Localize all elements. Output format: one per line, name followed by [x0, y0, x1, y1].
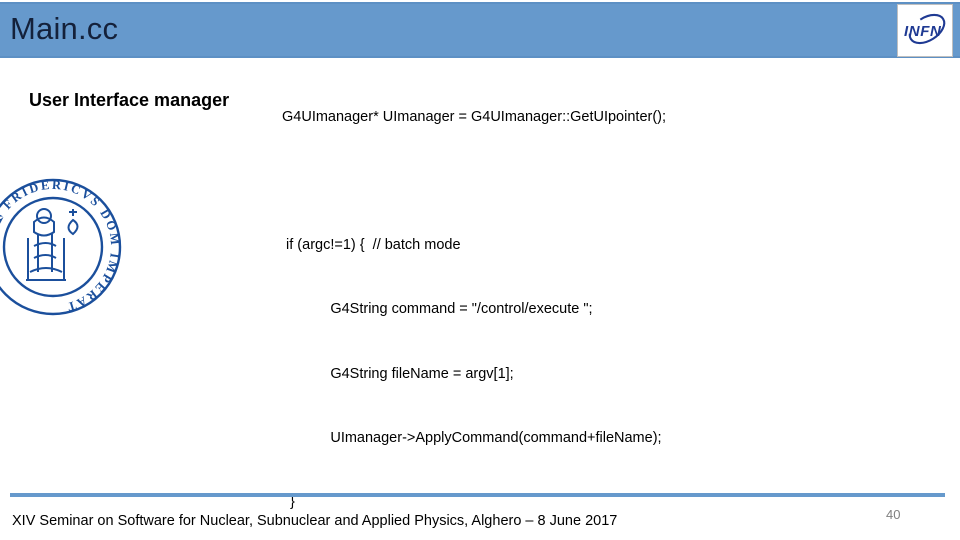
- code-line: G4String fileName = argv[1];: [282, 365, 514, 382]
- code-line: }: [282, 494, 295, 511]
- infn-logo-icon: INFN: [904, 13, 946, 45]
- university-seal-watermark: ✠ FRIDERICVS DOM IMPERAT: [0, 172, 128, 322]
- infn-logo: INFN: [897, 4, 953, 57]
- code-line: if (argc!=1) { // batch mode: [282, 237, 461, 254]
- code-line: G4String command = "/control/execute ";: [282, 301, 593, 318]
- code-line: [282, 171, 952, 192]
- code-line: UImanager->ApplyCommand(command+fileName…: [282, 429, 662, 446]
- footer-divider: [10, 493, 945, 497]
- code-line: G4UImanager* UImanager = G4UImanager::Ge…: [282, 108, 667, 125]
- code-block: G4UImanager* UImanager = G4UImanager::Ge…: [282, 64, 952, 540]
- user-interface-manager-caption: User Interface manager: [29, 90, 230, 110]
- slide-header-bar: [0, 2, 960, 58]
- svg-text:INFN: INFN: [904, 23, 942, 40]
- footer-text: XIV Seminar on Software for Nuclear, Sub…: [12, 513, 618, 529]
- university-seal-icon: ✠ FRIDERICVS DOM IMPERAT: [0, 178, 122, 316]
- page-number: 40: [886, 507, 901, 522]
- page-title: Main.cc: [10, 11, 119, 46]
